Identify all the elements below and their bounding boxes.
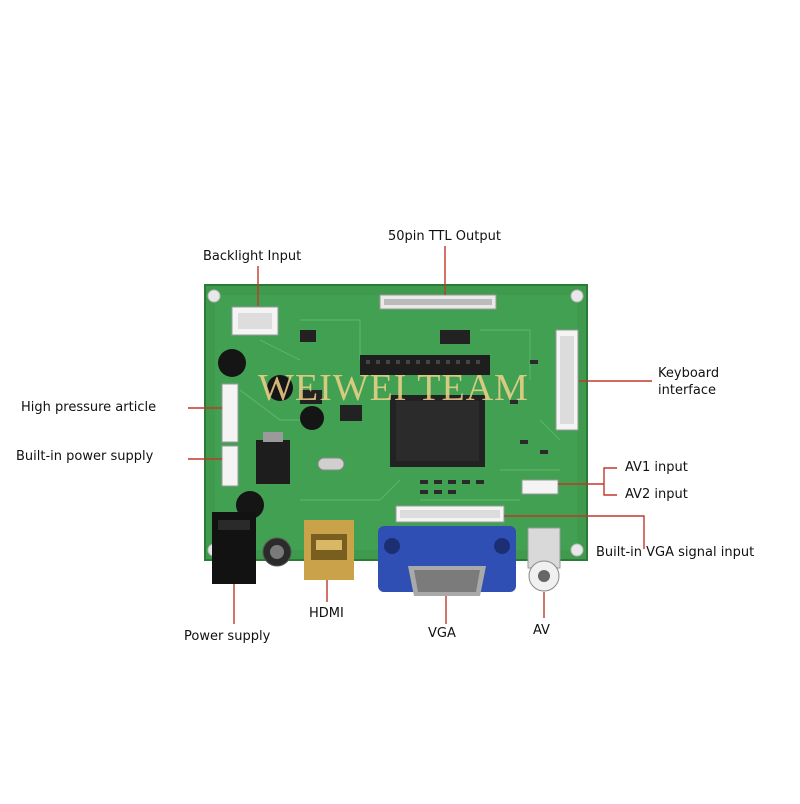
- mounting-hole: [570, 289, 584, 303]
- small-ic: [300, 330, 470, 421]
- builtin-vga-connector: [395, 505, 505, 523]
- label-high-pressure-article: High pressure article: [21, 400, 157, 415]
- pin-header: [360, 355, 490, 375]
- label-keyboard-line1: Keyboard: [658, 366, 720, 381]
- label-vga: VGA: [428, 626, 456, 641]
- watermark: WEIWEI TEAM: [258, 367, 529, 409]
- hdmi-port: [304, 520, 354, 580]
- label-av2-input: AV2 input: [625, 487, 688, 502]
- av-input-connector: [521, 479, 559, 495]
- label-av1-input: AV1 input: [625, 460, 688, 475]
- leader-builtin-vga: [504, 515, 645, 549]
- label-ttl-output: 50pin TTL Output: [388, 229, 501, 244]
- label-builtin-vga-signal-input: Built-in VGA signal input: [596, 545, 755, 560]
- label-keyboard-line2: interface: [658, 383, 716, 398]
- leader-av2: [603, 484, 617, 496]
- side-connectors: [221, 383, 239, 487]
- main-chip: [390, 395, 485, 467]
- mounting-hole: [570, 543, 584, 557]
- power-jack: [212, 512, 256, 584]
- av-rca-port: [527, 527, 561, 592]
- leader-lines: [188, 246, 652, 624]
- capacitor: [262, 537, 292, 567]
- label-power-supply: Power supply: [184, 629, 271, 644]
- leader-av1: [603, 467, 617, 484]
- vga-port: [378, 526, 516, 596]
- ttl-output-connector: [379, 294, 497, 310]
- label-backlight-input: Backlight Input: [203, 249, 302, 264]
- keyboard-connector: [555, 329, 579, 431]
- smd-components: [420, 360, 548, 494]
- label-av: AV: [533, 623, 550, 638]
- backlight-connector: [231, 306, 279, 336]
- voltage-regulator: [256, 432, 290, 484]
- mounting-hole: [207, 289, 221, 303]
- crystal-oscillator: [317, 457, 345, 471]
- label-builtin-power-supply: Built-in power supply: [16, 449, 154, 464]
- label-hdmi: HDMI: [309, 606, 344, 621]
